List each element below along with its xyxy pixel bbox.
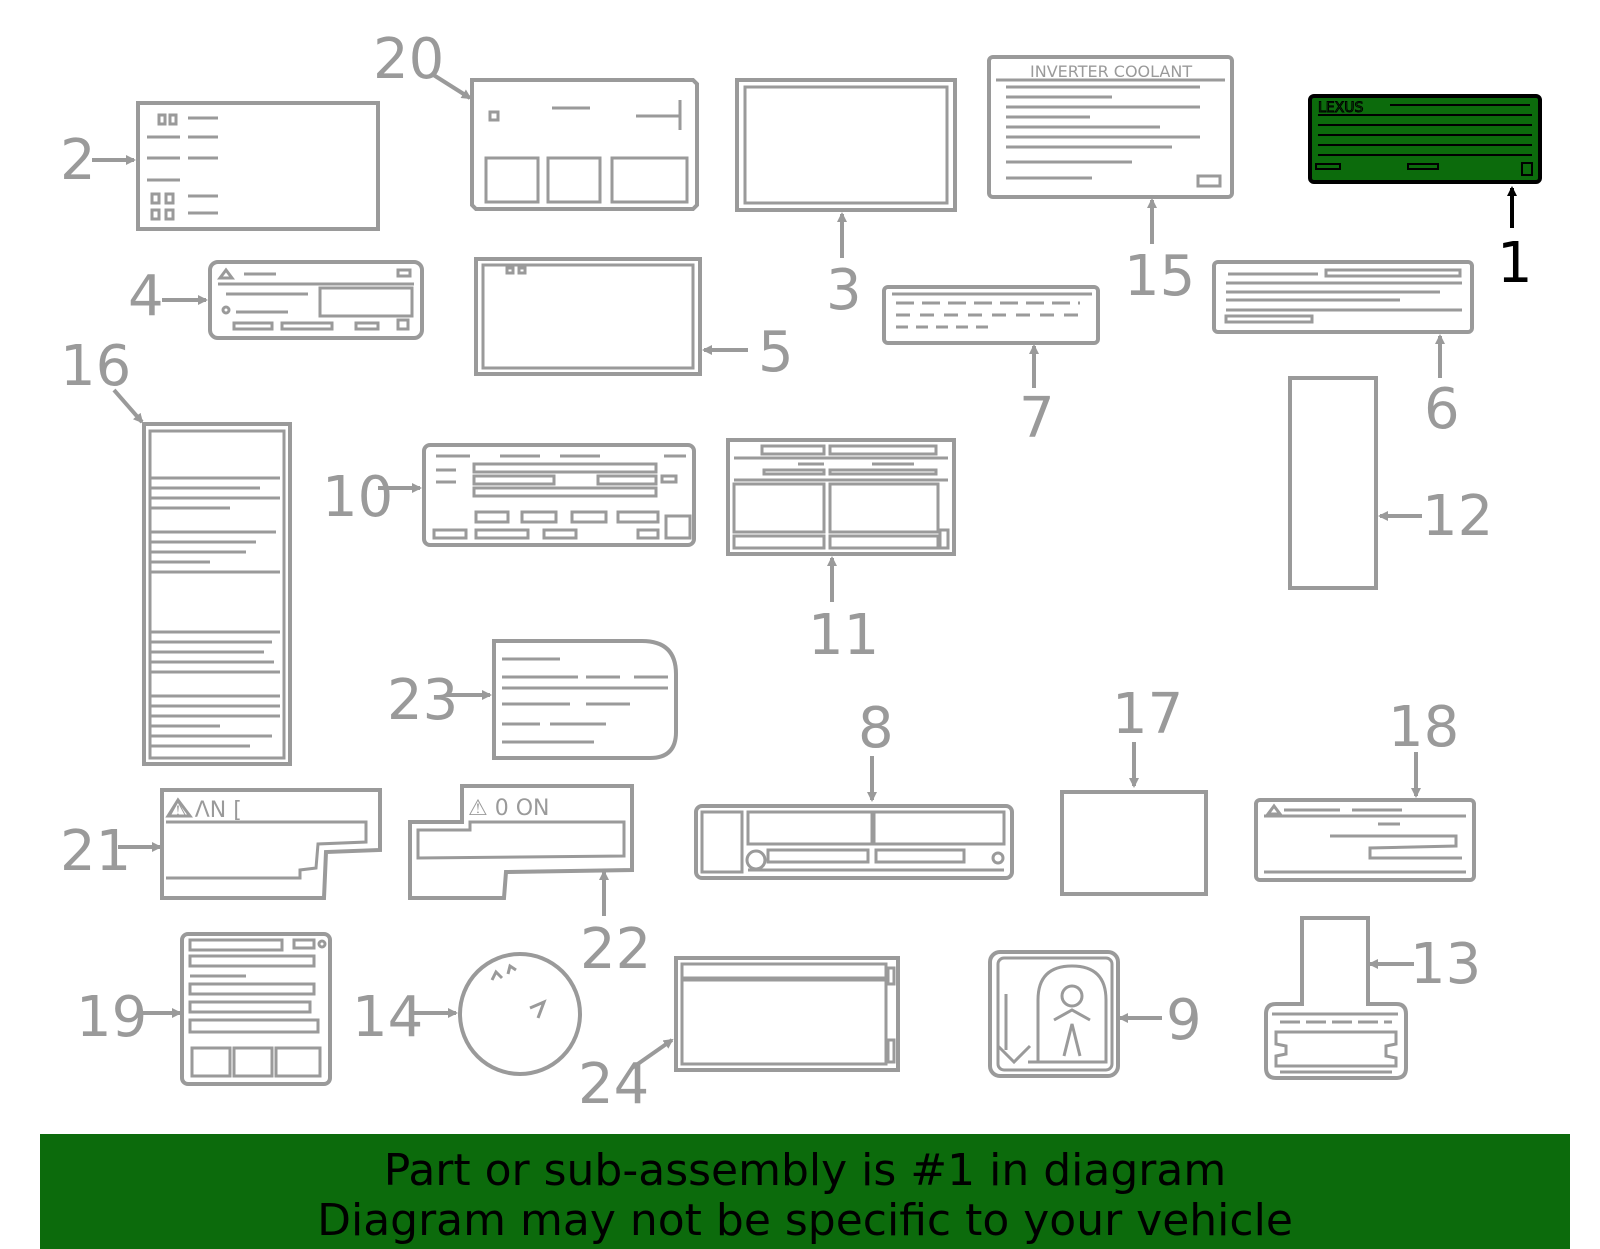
- part-18-label[interactable]: [1254, 798, 1476, 882]
- part-5-label[interactable]: [474, 257, 702, 376]
- part-7-label[interactable]: [882, 285, 1100, 345]
- info-banner: Part or sub-assembly is #1 in diagram Di…: [40, 1134, 1570, 1249]
- callout-7[interactable]: 7: [1019, 386, 1055, 451]
- callout-3[interactable]: 3: [826, 258, 862, 323]
- callout-16[interactable]: 16: [60, 334, 131, 399]
- part-19-label[interactable]: [180, 932, 332, 1086]
- part-16-label[interactable]: [142, 422, 292, 766]
- part-2-label[interactable]: [136, 101, 380, 231]
- callout-20[interactable]: 20: [373, 27, 444, 92]
- part-8-label[interactable]: [694, 804, 1014, 880]
- callout-18[interactable]: 18: [1388, 695, 1459, 760]
- callout-15[interactable]: 15: [1124, 244, 1195, 309]
- callout-10[interactable]: 10: [322, 465, 393, 530]
- callout-2[interactable]: 2: [60, 128, 96, 193]
- callout-4[interactable]: 4: [128, 264, 164, 329]
- callout-12[interactable]: 12: [1422, 484, 1493, 549]
- callout-8[interactable]: 8: [858, 696, 894, 761]
- part-23-label[interactable]: [492, 639, 678, 760]
- part-4-label[interactable]: [208, 260, 424, 340]
- inverter-coolant-text: INVERTER COOLANT: [1030, 62, 1192, 81]
- callout-1[interactable]: 1: [1497, 231, 1533, 296]
- callout-17[interactable]: 17: [1112, 682, 1183, 747]
- part-12-label[interactable]: [1288, 376, 1378, 590]
- callout-11[interactable]: 11: [808, 603, 879, 668]
- part-21-label[interactable]: ⚠ ΛN [: [160, 788, 382, 900]
- part-20-label[interactable]: [470, 78, 699, 211]
- callout-23[interactable]: 23: [387, 668, 458, 733]
- part-11-label[interactable]: [726, 438, 956, 556]
- callout-14[interactable]: 14: [352, 985, 423, 1050]
- callout-21[interactable]: 21: [60, 819, 131, 884]
- callout-13[interactable]: 13: [1410, 932, 1481, 997]
- callout-22[interactable]: 22: [580, 917, 651, 982]
- part-10-label[interactable]: [422, 443, 696, 547]
- part-9-label[interactable]: [988, 950, 1120, 1078]
- part-15-label[interactable]: INVERTER COOLANT: [987, 55, 1234, 199]
- part-14-label[interactable]: [458, 952, 582, 1076]
- banner-line-2: Diagram may not be specific to your vehi…: [317, 1195, 1293, 1246]
- part-6-label[interactable]: [1212, 260, 1474, 334]
- part-1-label[interactable]: LEXUS: [1308, 94, 1542, 184]
- callout-6[interactable]: 6: [1424, 377, 1460, 442]
- part-24-label[interactable]: [674, 956, 900, 1072]
- label-22-text: ⚠ 0 ON: [468, 796, 549, 821]
- label-21-text: ⚠ ΛN [: [168, 798, 242, 823]
- part-3-label[interactable]: [735, 78, 957, 212]
- callout-5[interactable]: 5: [758, 320, 794, 385]
- part-13-label[interactable]: [1264, 916, 1408, 1080]
- lexus-logo: LEXUS: [1318, 100, 1363, 116]
- callout-24[interactable]: 24: [578, 1052, 649, 1117]
- part-17-label[interactable]: [1060, 790, 1208, 896]
- callout-9[interactable]: 9: [1166, 988, 1202, 1053]
- part-22-label[interactable]: ⚠ 0 ON: [408, 784, 634, 900]
- callout-19[interactable]: 19: [76, 985, 147, 1050]
- banner-line-1: Part or sub-assembly is #1 in diagram: [383, 1145, 1227, 1196]
